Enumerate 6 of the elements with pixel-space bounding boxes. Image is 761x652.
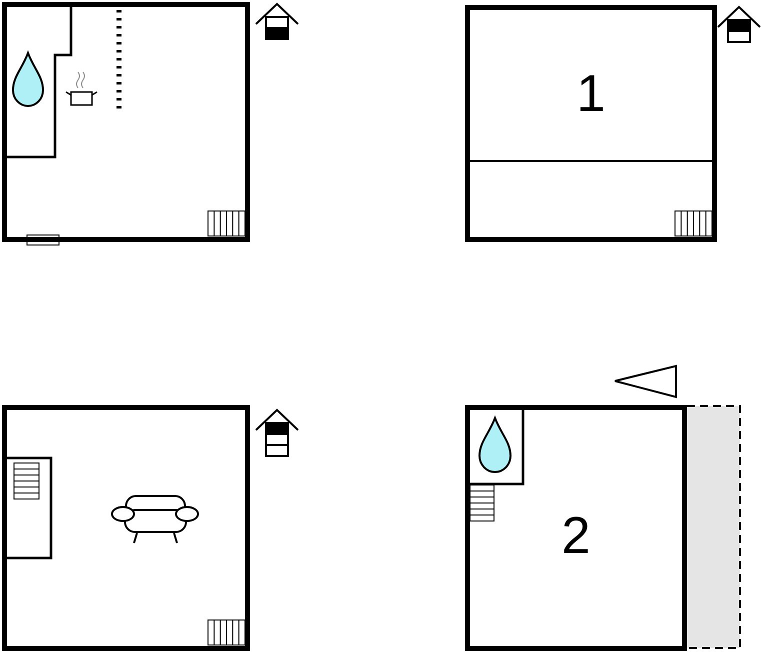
floor-plan-outline	[2, 2, 250, 242]
room-number: 1	[576, 68, 606, 120]
floor-plan-outline	[2, 405, 250, 651]
floor-plan-outline	[465, 5, 717, 242]
room-outline	[465, 405, 687, 651]
room-number: 2	[560, 510, 592, 562]
